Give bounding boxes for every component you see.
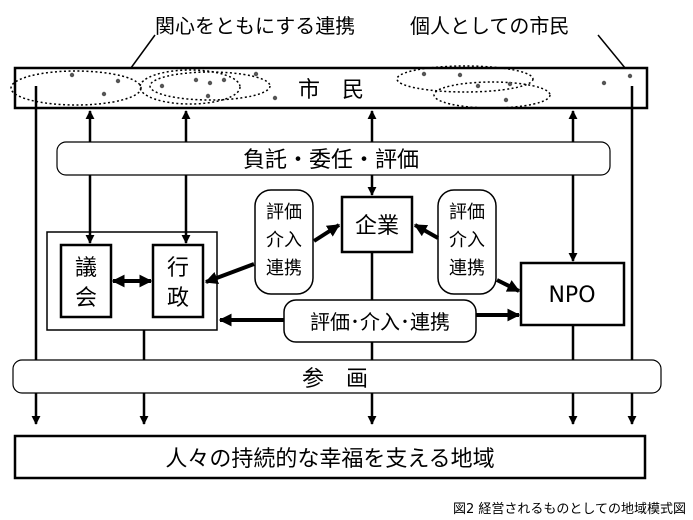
callout-individual-citizen-label: 個人としての市民 [410, 14, 569, 38]
citizen-dot [253, 71, 259, 77]
citizen-dot [475, 83, 481, 89]
eval-bubble-left [254, 189, 314, 295]
region-box [13, 434, 647, 480]
council-label-line2: 会 [75, 286, 97, 311]
eval-bubble-right-line3: 連携 [449, 258, 485, 279]
citizen-group-ellipse [139, 69, 241, 105]
eval-bubble-right-line2: 介入 [449, 230, 485, 251]
citizen-dot [221, 77, 227, 83]
administration-label-line2: 政 [167, 286, 189, 311]
citizen-dots [69, 71, 633, 103]
eval-bubble-right [437, 189, 497, 295]
council-label-line1: 議 [75, 256, 97, 281]
citizen-dot [457, 72, 463, 78]
citizen-dot [503, 97, 509, 103]
callout-pointer-left [127, 34, 156, 73]
citizen-dot [69, 72, 75, 78]
citizen-dot [159, 83, 165, 89]
citizen-dot [272, 95, 278, 101]
npo-label: NPO [548, 283, 595, 308]
eval-bubble-right-line1: 評価 [449, 202, 485, 223]
citizen-dot [115, 78, 121, 84]
citizen-dot [101, 91, 107, 97]
enterprise-box [340, 195, 414, 254]
eval-right-to-enterprise-arrow [413, 223, 439, 240]
eval-right-to-npo-arrow [496, 278, 521, 293]
citizen-group-ellipse [149, 71, 271, 101]
eval-bubble-left-line1: 評価 [266, 202, 302, 223]
eval-bubble-left-line2: 介入 [266, 230, 302, 251]
region-label: 人々の持続的な幸福を支える地域 [165, 447, 494, 472]
delegation-band [56, 141, 611, 176]
eval-bubble-center-label: 評価･介入･連携 [310, 310, 450, 334]
administration-label-line1: 行 [167, 256, 189, 281]
callout-shared-interest-label: 関心をともにする連携 [155, 14, 355, 38]
enterprise-label: 企業 [355, 214, 399, 239]
citizen-dot [601, 80, 607, 86]
eval-left-to-administration-arrow [204, 262, 255, 284]
citizen-group-ellipse [433, 81, 551, 109]
delegation-band-label: 負託・委任・評価 [243, 148, 419, 173]
administration-box [151, 243, 205, 319]
citizen-dot [507, 81, 513, 87]
citizen-group-ellipse [396, 65, 534, 93]
citizen-dot [627, 73, 633, 79]
npo-box [519, 261, 626, 327]
citizen-dot [193, 77, 199, 83]
eval-left-to-enterprise-arrow [312, 223, 341, 243]
council-box [59, 243, 113, 319]
citizen-group-ellipses [10, 65, 551, 109]
citizens-label: 市 民 [298, 78, 364, 103]
eval-bubble-left-line3: 連携 [266, 258, 302, 279]
participation-band-label: 参 画 [302, 367, 368, 392]
citizen-dot [205, 93, 211, 99]
citizen-dot [207, 80, 213, 86]
figure-caption: 図2 経営されるものとしての地域模式図 [453, 502, 686, 517]
participation-band [12, 359, 662, 394]
citizen-dot [421, 71, 427, 77]
citizen-group-ellipse [10, 70, 142, 106]
